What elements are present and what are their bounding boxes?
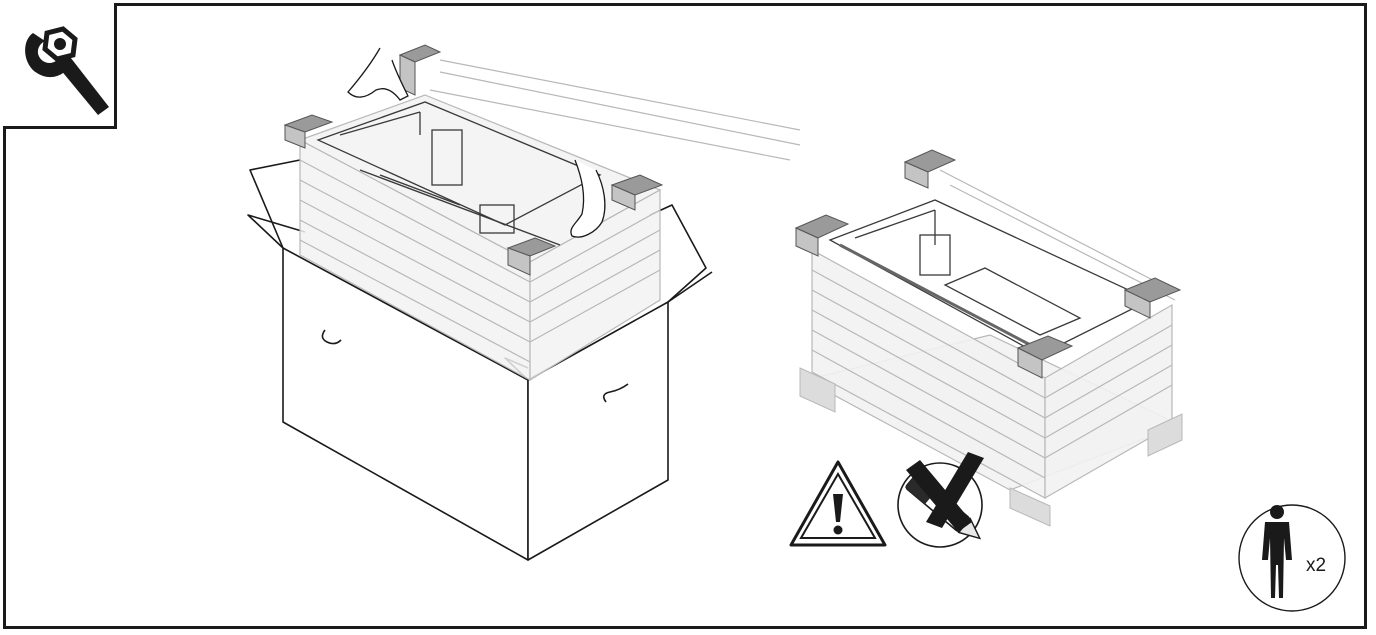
corner-blocks-left [283,44,664,276]
warning-triangle-icon [789,460,887,547]
cardboard-box [247,159,713,561]
instruction-frame [3,3,1367,629]
person-icon [1262,505,1292,598]
lifting-hands [347,47,606,238]
unit-frame-left [316,101,602,246]
wrapped-unit-standalone [804,169,1182,500]
tool-icon-panel [3,3,117,129]
wrapped-unit-in-box [298,59,801,382]
people-required-badge: x2 [1238,504,1346,612]
corner-blocks-right [794,149,1183,527]
people-count-label: x2 [1306,555,1326,576]
wrench-hex-nut-icon [25,26,109,115]
no-box-cutter-icon [897,452,984,548]
